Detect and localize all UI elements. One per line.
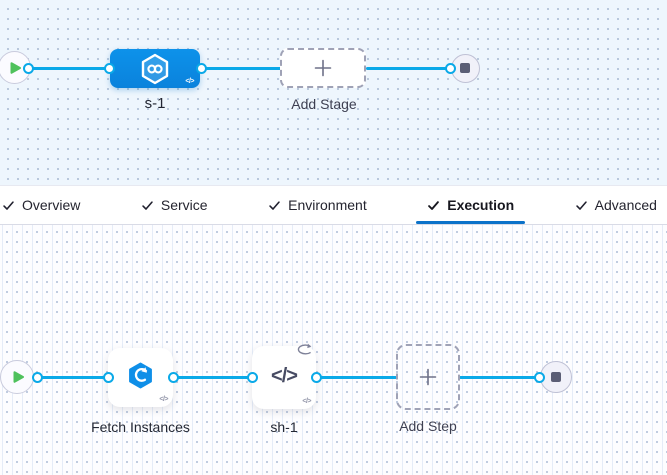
stage-config-tabbar: Overview Service Environment Execution <box>0 185 667 225</box>
tab-label: Service <box>160 197 208 213</box>
fetch-in-port <box>102 371 114 383</box>
step-sh-1[interactable]: </> </> <box>252 343 316 409</box>
tab-advanced[interactable]: Advanced <box>575 186 657 224</box>
stage-label: s-1 <box>144 95 166 112</box>
tab-label: Execution <box>447 197 515 213</box>
exec-end-in-port <box>533 371 545 383</box>
add-stage-button[interactable] <box>280 48 366 88</box>
stage-out-port <box>195 62 207 74</box>
sh1-out-port <box>310 371 322 383</box>
step-code-icon: </> <box>302 398 311 405</box>
check-icon <box>2 199 15 212</box>
execution-end-node <box>540 361 572 393</box>
step-sh1-label: sh-1 <box>270 419 298 435</box>
stage-graph-canvas[interactable]: </> s-1 Add Stage <box>0 0 667 185</box>
stage-wire-3 <box>366 66 452 70</box>
add-step-label: Add Step <box>399 418 457 434</box>
plus-icon <box>418 367 438 387</box>
loop-strategy-icon <box>295 342 313 362</box>
start-out-port <box>22 62 34 74</box>
tab-label: Advanced <box>594 197 657 213</box>
tab-label: Overview <box>22 197 81 213</box>
exec-start-out-port <box>31 371 43 383</box>
tab-overview[interactable]: Overview <box>2 186 80 224</box>
stage-wire-2 <box>200 66 282 70</box>
stop-icon <box>551 372 561 382</box>
tab-environment[interactable]: Environment <box>268 186 367 224</box>
step-fetch-label: Fetch Instances <box>91 419 190 435</box>
exec-wire-4 <box>459 375 541 379</box>
tab-service[interactable]: Service <box>141 186 208 224</box>
add-stage-label: Add Stage <box>291 96 357 112</box>
end-in-port <box>444 62 456 74</box>
plus-icon <box>313 58 333 78</box>
stage-code-icon: </> <box>185 78 194 85</box>
stage-in-port <box>103 62 115 74</box>
step-fetch-instances[interactable]: </> <box>108 348 173 407</box>
play-icon <box>9 61 22 75</box>
exec-wire-3 <box>315 375 397 379</box>
execution-start-node <box>0 360 34 394</box>
stage-wire-1 <box>28 66 110 70</box>
tab-execution[interactable]: Execution <box>416 186 526 224</box>
shell-script-icon: </> <box>271 365 298 387</box>
execution-graph-canvas[interactable]: </> Fetch Instances </> </> sh-1 Add Ste… <box>0 225 667 475</box>
check-icon <box>141 199 154 212</box>
stop-icon <box>460 63 470 73</box>
fetch-out-port <box>167 371 179 383</box>
check-icon <box>268 199 281 212</box>
active-tab-underline <box>416 221 526 224</box>
exec-wire-2 <box>172 375 253 379</box>
check-icon <box>575 199 588 212</box>
sh1-in-port <box>246 371 258 383</box>
step-code-icon: </> <box>159 396 168 403</box>
play-icon <box>12 370 25 384</box>
stage-deploy-icon <box>140 53 170 85</box>
exec-wire-1 <box>38 375 109 379</box>
fetch-instances-icon <box>127 362 154 389</box>
stage-node-s1[interactable]: </> <box>110 49 200 88</box>
tab-label: Environment <box>288 197 367 213</box>
check-icon <box>427 199 440 212</box>
add-step-button[interactable] <box>396 344 460 410</box>
